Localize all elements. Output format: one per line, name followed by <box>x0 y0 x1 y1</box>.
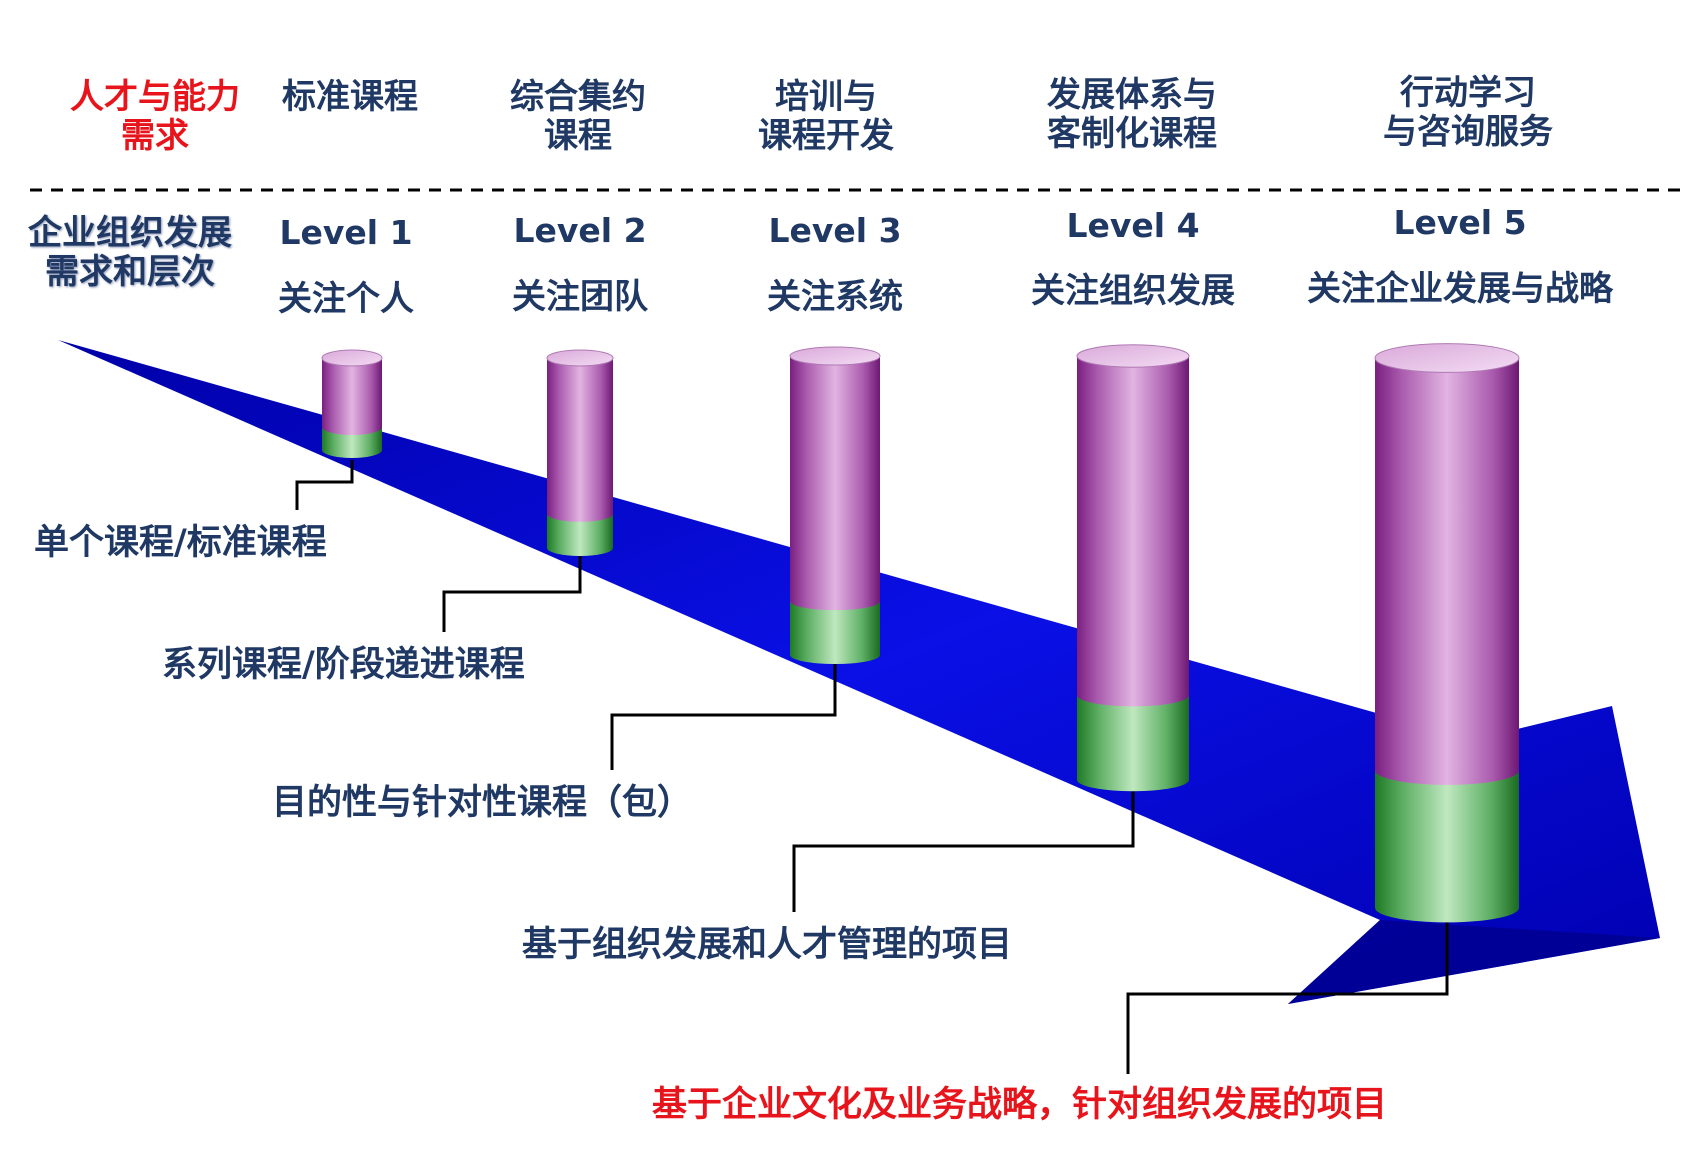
connector-level-1 <box>295 460 354 510</box>
growth-arrow-shadow <box>1288 920 1660 1004</box>
level-5-description: 基于企业文化及业务战略，针对组织发展的项目 <box>652 1085 1388 1125</box>
org-need-label: 企业组织发展 需求和层次 <box>28 213 232 293</box>
level-3-focus: 关注系统 <box>767 277 903 317</box>
growth-arrow <box>58 340 1660 1004</box>
level-4-label: Level 4 <box>1066 206 1200 245</box>
level-4-focus: 关注组织发展 <box>1031 271 1235 311</box>
cylinder-body-level-5 <box>1375 358 1519 785</box>
header-column-5: 行动学习 与咨询服务 <box>1383 73 1553 153</box>
cylinder-base-level-1 <box>322 427 382 458</box>
level-2-label: Level 2 <box>513 211 647 250</box>
cylinder-base-level-3 <box>790 601 880 664</box>
talent-need-label: 人才与能力 需求 <box>70 77 240 157</box>
cylinder-base-level-4 <box>1077 695 1189 792</box>
cylinder-top-level-5 <box>1374 343 1520 373</box>
level-1-focus: 关注个人 <box>278 279 414 319</box>
cylinder-body-level-2 <box>547 358 613 522</box>
cylinder-body-level-3 <box>790 356 880 611</box>
cylinder-base-level-2 <box>547 513 613 556</box>
header-column-5-line-2: 与咨询服务 <box>1383 112 1553 153</box>
header-column-3-line-2: 课程开发 <box>758 116 894 157</box>
header-column-1-line-1: 标准课程 <box>282 77 418 117</box>
header-column-1: 标准课程 <box>282 77 418 117</box>
level-2-focus: 关注团队 <box>512 277 648 317</box>
cylinder-top-level-1 <box>321 349 383 367</box>
level-5-focus: 关注企业发展与战略 <box>1307 269 1613 309</box>
talent-need-line-2: 需求 <box>121 116 189 157</box>
cylinder-base-level-5 <box>1375 770 1519 923</box>
header-column-5-line-1: 行动学习 <box>1400 73 1536 113</box>
level-1-description: 单个课程/标准课程 <box>34 523 327 563</box>
cylinder-level-1 <box>321 349 383 458</box>
level-1-label: Level 1 <box>279 213 413 252</box>
cylinder-top-level-2 <box>546 349 614 367</box>
level-5-label: Level 5 <box>1393 203 1527 242</box>
talent-need-line-1: 人才与能力 <box>70 77 240 117</box>
cylinder-level-4 <box>1076 344 1190 792</box>
cylinder-level-3 <box>789 346 881 664</box>
header-column-4: 发展体系与 客制化课程 <box>1047 75 1217 155</box>
org-need-line-1: 企业组织发展 <box>28 213 232 253</box>
org-need-line-2: 需求和层次 <box>45 252 215 293</box>
cylinder-level-5 <box>1374 343 1520 923</box>
header-column-4-line-2: 客制化课程 <box>1047 114 1217 155</box>
level-3-label: Level 3 <box>768 211 902 250</box>
level-3-description: 目的性与针对性课程（包） <box>272 783 693 823</box>
header-column-2: 综合集约 课程 <box>510 77 646 157</box>
header-column-3: 培训与 课程开发 <box>758 77 894 157</box>
cylinder-body-level-4 <box>1077 356 1189 707</box>
header-column-2-line-2: 课程 <box>544 116 612 157</box>
cylinder-top-level-4 <box>1076 344 1190 368</box>
header-column-4-line-1: 发展体系与 <box>1047 75 1217 115</box>
cylinder-top-level-3 <box>789 346 881 366</box>
level-4-description: 基于组织发展和人才管理的项目 <box>522 925 1013 965</box>
connector-level-5 <box>1126 918 1449 1074</box>
connector-level-4 <box>792 790 1135 912</box>
connector-level-3 <box>610 662 837 770</box>
cylinder-body-level-1 <box>322 358 382 435</box>
header-column-2-line-1: 综合集约 <box>510 77 646 117</box>
level-2-description: 系列课程/阶段递进课程 <box>162 645 525 685</box>
connector-level-2 <box>442 556 582 632</box>
cylinder-level-2 <box>546 349 614 556</box>
header-column-3-line-1: 培训与 <box>775 77 877 117</box>
